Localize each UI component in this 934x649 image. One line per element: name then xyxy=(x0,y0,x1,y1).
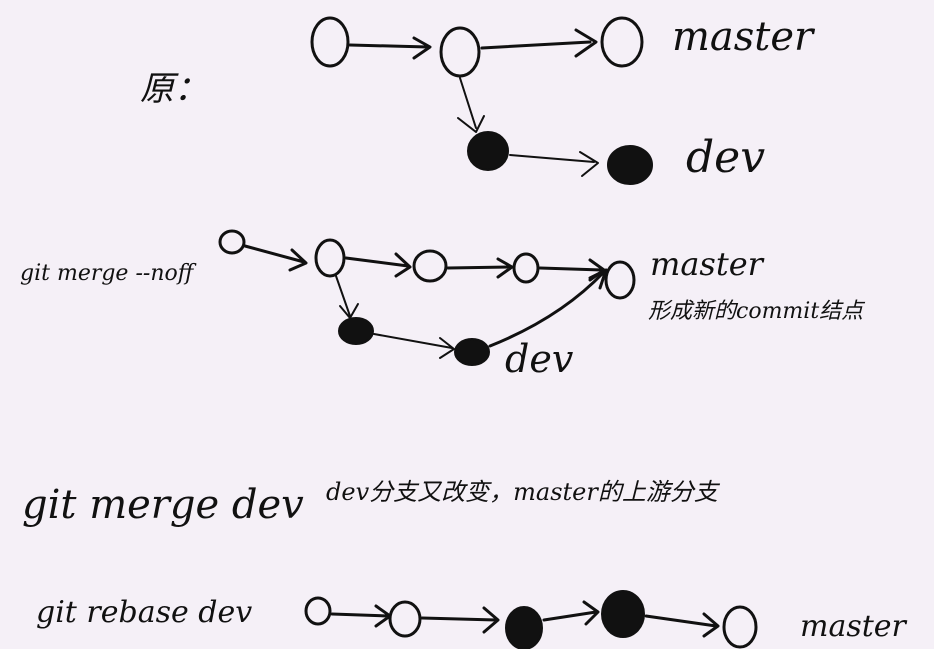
commit-node-merge xyxy=(604,260,636,300)
arrow xyxy=(330,604,392,628)
master-label: master xyxy=(800,609,908,644)
section-merge: git merge dev dev分支又改变，master的上游分支 xyxy=(22,478,721,528)
arrow xyxy=(243,244,308,272)
command-label: git rebase dev xyxy=(36,595,252,630)
commit-node xyxy=(512,252,540,284)
commit-node xyxy=(304,596,332,626)
master-label: master xyxy=(672,14,816,60)
arrow xyxy=(480,28,598,58)
commit-node xyxy=(600,16,644,68)
arrow xyxy=(542,600,600,626)
arrow xyxy=(509,151,599,177)
commit-node xyxy=(314,238,346,278)
section-original: 原： master dev xyxy=(140,14,816,185)
merge-note: dev分支又改变，master的上游分支 xyxy=(326,478,721,506)
merge-note: 形成新的commit结点 xyxy=(648,299,866,324)
arrow xyxy=(644,612,720,638)
section-rebase: git rebase dev master xyxy=(36,590,908,649)
command-label: git merge --noff xyxy=(20,261,197,286)
commit-node xyxy=(722,605,758,649)
arrow xyxy=(446,257,514,279)
arrow xyxy=(457,77,485,133)
arrow xyxy=(348,36,432,60)
master-label: master xyxy=(650,245,765,283)
arrow xyxy=(420,606,500,634)
commit-node-dev xyxy=(467,131,509,171)
commit-node-dev xyxy=(601,590,645,638)
arrow xyxy=(373,333,455,359)
original-label: 原： xyxy=(140,69,208,109)
commit-node xyxy=(218,229,246,255)
commit-node-dev xyxy=(338,317,374,345)
commit-node xyxy=(388,600,422,638)
commit-node xyxy=(412,249,448,283)
dev-label: dev xyxy=(686,132,765,183)
arrow xyxy=(344,252,412,278)
dev-label: dev xyxy=(505,337,574,381)
commit-node-dev xyxy=(454,338,490,366)
arrow xyxy=(335,275,359,319)
command-label: git merge dev xyxy=(22,482,304,528)
commit-node-dev xyxy=(505,606,543,649)
section-merge-noff: git merge --noff master 形成新的commit结点 dev xyxy=(20,229,866,381)
merge-arrow xyxy=(488,268,608,348)
commit-node-dev xyxy=(607,145,653,185)
commit-node xyxy=(439,26,481,78)
commit-node xyxy=(310,16,350,68)
